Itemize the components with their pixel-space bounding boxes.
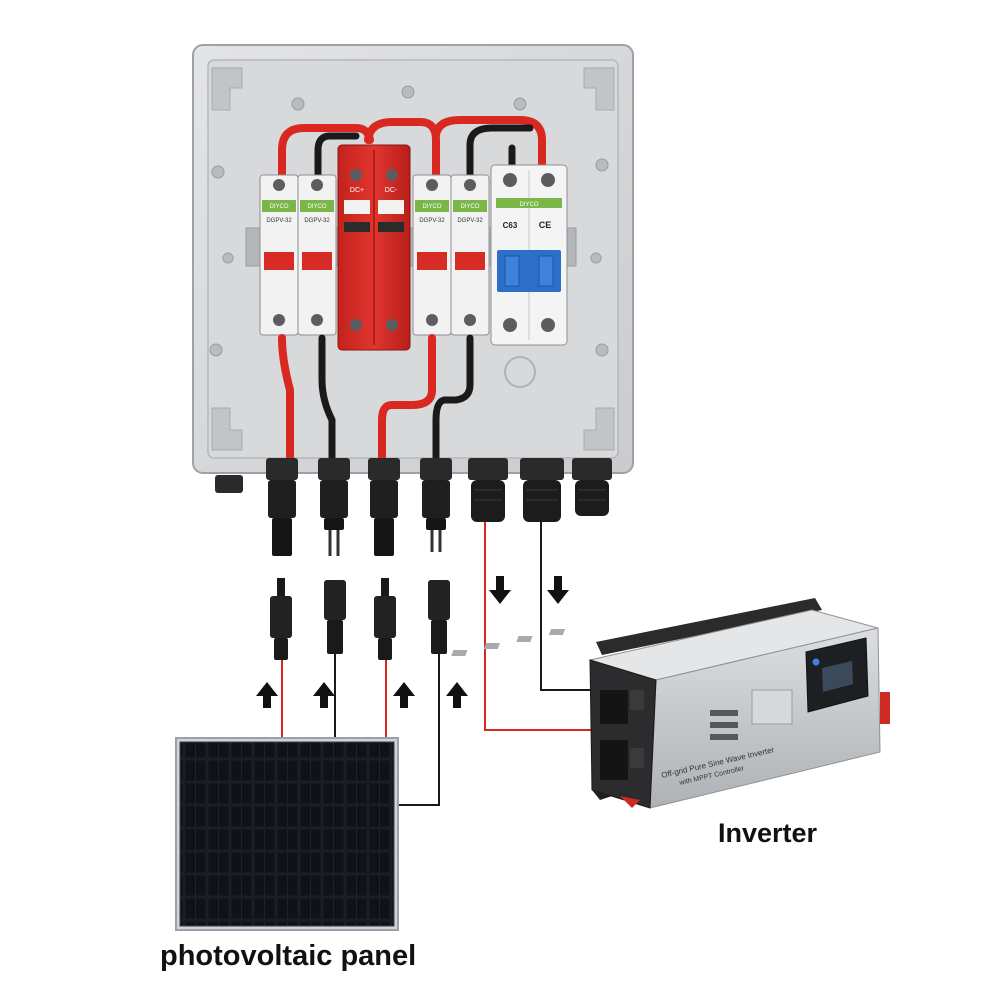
brand-text: DIYCO xyxy=(307,204,326,210)
ac-breaker: C63 CE DIYCO xyxy=(490,164,568,346)
dc-fuse-right: DGPV-32 DGPV-32 DIYCO DIYCO xyxy=(412,174,490,336)
arrow-up-icon xyxy=(446,682,468,708)
cable-gland-2 xyxy=(520,458,564,522)
inverter-label: Inverter xyxy=(718,818,818,848)
panel-negative-line-2 xyxy=(398,654,440,806)
mc4-plug-2 xyxy=(324,580,346,654)
inverter-negative-line xyxy=(540,522,592,691)
fuse-model-text: DGPV-32 xyxy=(304,218,330,224)
breaker-row: DGPV-32 DGPV-32 DIYCO DIYCO DC+ DC- xyxy=(259,144,568,351)
brand-text: DIYCO xyxy=(422,204,441,210)
dc-fuse-left: DGPV-32 DGPV-32 DIYCO DIYCO xyxy=(259,174,337,336)
arrow-down-icon xyxy=(489,576,511,604)
ce-mark: CE xyxy=(539,220,552,230)
box-connectors xyxy=(215,458,612,556)
arrow-down-icon xyxy=(547,576,569,604)
surge-protector: DC+ DC- xyxy=(337,144,411,351)
fuse-model-text: DGPV-32 xyxy=(419,218,445,224)
brand-text: DIYCO xyxy=(519,202,538,208)
inverter-image: Off-grid Pure Sine Wave Inverter with MP… xyxy=(451,598,890,809)
cable-gland-3 xyxy=(572,458,612,516)
inverter-positive-line xyxy=(484,522,592,731)
arrow-up-icon xyxy=(256,682,278,708)
mc4-plug-1 xyxy=(270,578,292,660)
mc4-plug-3 xyxy=(374,578,396,660)
internal-wiring-top xyxy=(278,116,546,184)
spd-minus-text: DC- xyxy=(385,187,398,194)
photovoltaic-panel-label: photovoltaic panel xyxy=(160,940,417,972)
mc4-socket-1 xyxy=(266,458,298,556)
mc4-socket-3 xyxy=(368,458,400,556)
fuse-model-text: DGPV-32 xyxy=(266,218,292,224)
fuse-model-text: DGPV-32 xyxy=(457,218,483,224)
arrow-up-icon xyxy=(393,682,415,708)
brand-text: DIYCO xyxy=(269,204,288,210)
mc4-socket-2 xyxy=(318,458,350,556)
mc4-plug-4 xyxy=(428,580,450,654)
connection-lines xyxy=(281,522,592,806)
spd-plus-text: DC+ xyxy=(350,187,364,194)
photovoltaic-panel-image xyxy=(175,737,399,931)
internal-wiring-bottom xyxy=(278,334,474,462)
mc4-plugs xyxy=(270,578,450,660)
brand-text: DIYCO xyxy=(460,204,479,210)
arrows xyxy=(256,576,569,708)
cable-gland-1 xyxy=(468,458,508,522)
arrow-up-icon xyxy=(313,682,335,708)
mc4-socket-4 xyxy=(420,458,452,552)
ac-breaker-model: C63 xyxy=(503,221,518,230)
